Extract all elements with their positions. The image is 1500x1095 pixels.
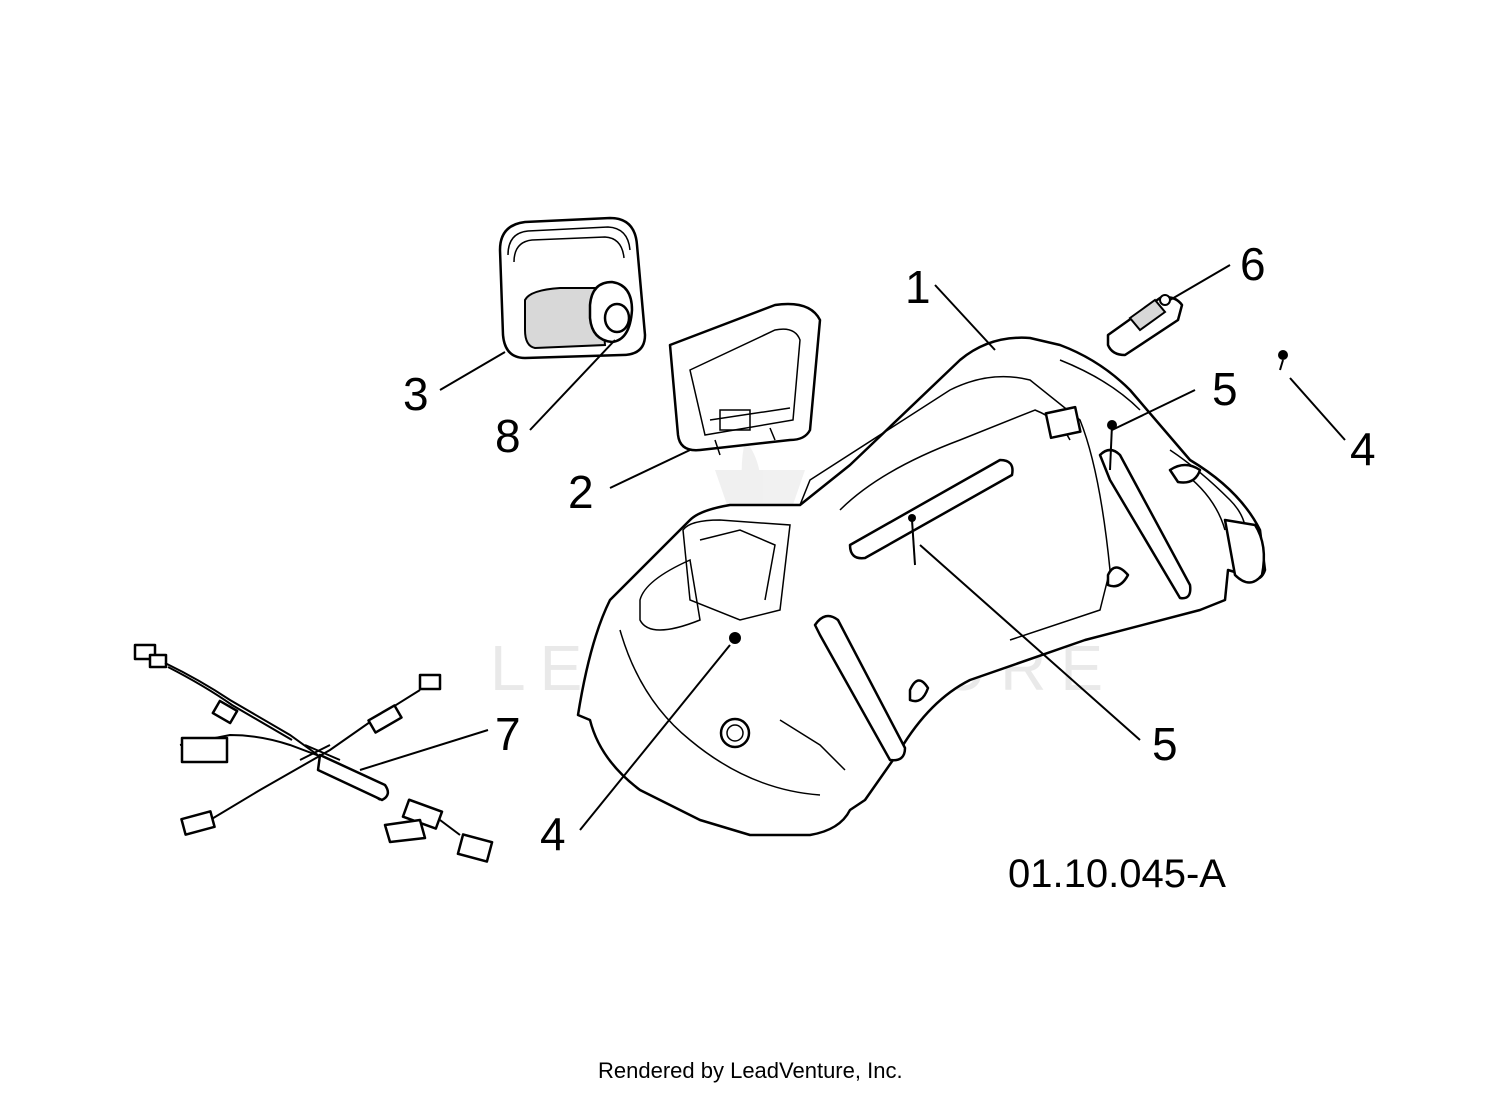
hood-slots [813,420,1192,762]
callout-8: 8 [495,410,521,462]
wiring-harness-part [133,643,494,863]
leader-lines [359,264,1346,831]
callout-4-left: 4 [540,808,566,860]
hood-details [719,405,1266,749]
fastener-part-right [1278,350,1288,371]
credit-text: Rendered by LeadVenture, Inc. [598,1058,903,1083]
headlight-lens-part [498,216,647,360]
drawing-code: 01.10.045-A [1008,852,1226,896]
switch-part [1106,294,1184,357]
callout-6: 6 [1240,238,1266,290]
callout-5-upper: 5 [1212,363,1238,415]
hood-part [576,336,1267,837]
headlight-bezel-part [668,302,822,456]
callout-1: 1 [905,261,931,313]
callout-3: 3 [403,368,429,420]
callout-5-lower: 5 [1152,718,1178,770]
callout-4-right: 4 [1350,423,1376,475]
callout-7: 7 [495,708,521,760]
callout-2: 2 [568,466,594,518]
